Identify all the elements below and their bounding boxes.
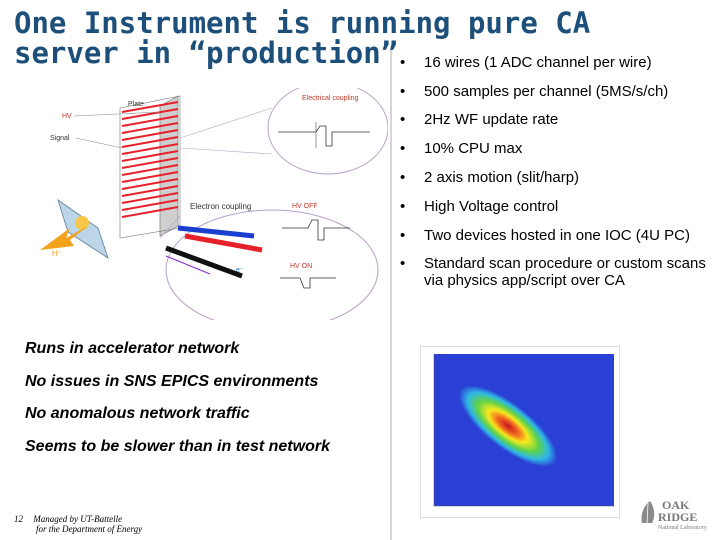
hv-off-waveform xyxy=(282,219,350,241)
bullet-dot: • xyxy=(400,169,406,186)
electrical-coupling-label: Electrical coupling xyxy=(302,95,359,102)
bullet-dot: • xyxy=(400,83,406,100)
feature-item: • 2Hz WF update rate xyxy=(396,111,706,128)
feature-list: • 16 wires (1 ADC channel per wire) • 50… xyxy=(396,54,706,289)
slide-title: One Instrument is running pure CA server… xyxy=(14,8,714,68)
feature-text: 2Hz WF update rate xyxy=(424,111,559,128)
footer-line1: Managed by UT-Battelle xyxy=(33,514,123,524)
slide-title-line1: One Instrument is running pure CA xyxy=(14,6,591,40)
bullet-dot: • xyxy=(400,54,406,71)
feature-item: • 16 wires (1 ADC channel per wire) xyxy=(396,54,706,71)
feature-text: Two devices hosted in one IOC (4U PC) xyxy=(424,227,690,244)
bullet-dot: • xyxy=(400,227,406,244)
feature-item: • High Voltage control xyxy=(396,198,706,215)
column-divider xyxy=(390,50,392,540)
bullet-dot: • xyxy=(400,255,406,272)
logo-line1: OAK xyxy=(662,498,690,512)
oak-ridge-logo: OAK RIDGE National Laboratory xyxy=(641,498,707,531)
slide-title-line2: server in “production” xyxy=(14,36,399,70)
electron-coupling-label: Electron coupling xyxy=(190,202,251,211)
note-line: No anomalous network traffic xyxy=(25,405,250,422)
electron-coupling-callout xyxy=(165,209,379,320)
beam-profile-heatmap xyxy=(420,346,620,518)
hv-label: HV xyxy=(62,113,72,120)
feature-text: 500 samples per channel (5MS/s/ch) xyxy=(424,83,669,100)
logo-line3: National Laboratory xyxy=(658,525,707,531)
feature-text: High Voltage control xyxy=(424,198,559,215)
heatmap-hotspot xyxy=(458,385,558,467)
feature-text: Standard scan procedure or custom scans … xyxy=(424,255,706,289)
footer-line2: for the Department of Energy xyxy=(36,524,143,534)
oak-leaf-icon xyxy=(641,501,655,526)
feature-item: • Two devices hosted in one IOC (4U PC) xyxy=(396,227,706,244)
electrical-coupling-callout xyxy=(267,88,388,175)
h-minus-label: H⁻ xyxy=(52,249,62,258)
electrical-coupling-waveform xyxy=(278,125,370,147)
plate-label: Plate xyxy=(128,101,144,108)
note-line: Seems to be slower than in test network xyxy=(25,438,330,455)
bullet-dot: • xyxy=(400,198,406,215)
beam-spot xyxy=(75,216,89,230)
e-minus-label: e⁻ xyxy=(236,267,244,274)
feature-item: • 2 axis motion (slit/harp) xyxy=(396,169,706,186)
slide-footer: 12 Managed by UT-Battelle for the Depart… xyxy=(14,514,142,534)
bullet-dot: • xyxy=(400,111,406,128)
feature-item: • 10% CPU max xyxy=(396,140,706,157)
beam-arrow xyxy=(40,226,88,250)
bullet-dot: • xyxy=(400,140,406,157)
feature-text: 2 axis motion (slit/harp) xyxy=(424,169,580,186)
hv-on-waveform xyxy=(280,277,336,289)
feature-item: • Standard scan procedure or custom scan… xyxy=(396,255,706,289)
feature-item: • 500 samples per channel (5MS/s/ch) xyxy=(396,83,706,100)
wire-grid xyxy=(119,95,181,239)
hv-off-label: HV OFF xyxy=(292,203,318,210)
signal-label: Signal xyxy=(50,135,70,142)
page-number: 12 xyxy=(14,514,23,524)
feature-text: 10% CPU max xyxy=(424,140,523,157)
note-line: Runs in accelerator network xyxy=(25,340,240,357)
feature-text: 16 wires (1 ADC channel per wire) xyxy=(424,54,652,71)
harp-schematic-diagram: H⁻ HV Signal Plate Electrical coupling E… xyxy=(40,88,388,320)
logo-line2: RIDGE xyxy=(658,510,697,524)
hv-on-label: HV ON xyxy=(290,263,312,270)
note-line: No issues in SNS EPICS environments xyxy=(25,373,319,390)
